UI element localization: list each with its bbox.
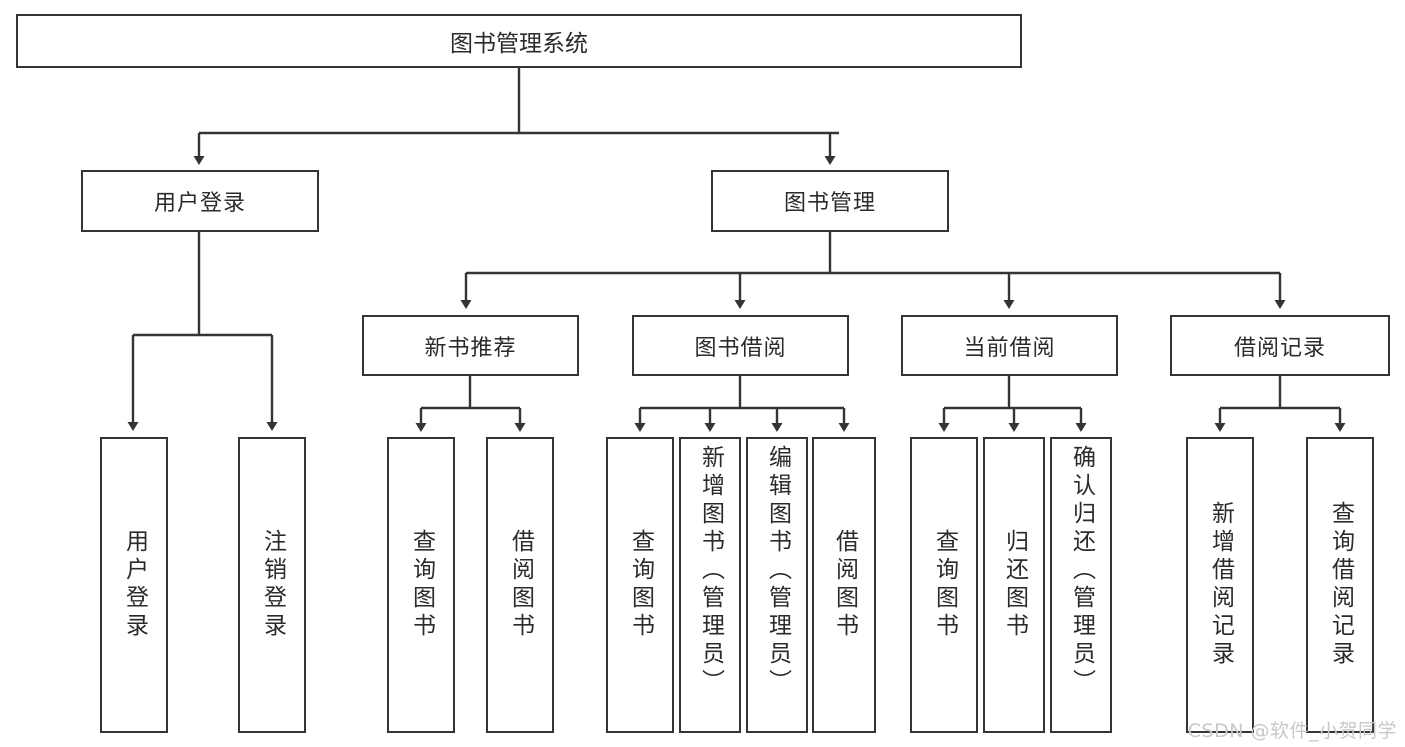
leaf-node[interactable]: 新增借阅记录 xyxy=(1186,437,1254,733)
node-book-borrow-label: 图书借阅 xyxy=(694,335,787,361)
leaf-node[interactable]: 借阅图书 xyxy=(486,437,554,733)
leaf-node[interactable]: 查询图书 xyxy=(606,437,674,733)
node-current-borrow[interactable]: 当前借阅 xyxy=(901,315,1118,376)
leaf-node[interactable]: 编辑图书（管理员） xyxy=(746,437,808,733)
leaf-node[interactable]: 归还图书 xyxy=(983,437,1045,733)
leaf-label: 新增借阅记录 xyxy=(1207,501,1234,669)
leaf-label: 借阅图书 xyxy=(507,529,534,641)
node-new-book-recommend-label: 新书推荐 xyxy=(424,335,517,361)
leaf-node[interactable]: 查询图书 xyxy=(387,437,455,733)
leaf-node[interactable]: 注销登录 xyxy=(238,437,306,733)
node-book-borrow[interactable]: 图书借阅 xyxy=(632,315,849,376)
leaf-node[interactable]: 新增图书（管理员） xyxy=(679,437,741,733)
leaf-node[interactable]: 借阅图书 xyxy=(812,437,876,733)
node-borrow-record[interactable]: 借阅记录 xyxy=(1170,315,1390,376)
leaf-label: 借阅图书 xyxy=(831,529,858,641)
leaf-node[interactable]: 查询借阅记录 xyxy=(1306,437,1374,733)
leaf-node[interactable]: 确认归还（管理员） xyxy=(1050,437,1112,733)
node-new-book-recommend[interactable]: 新书推荐 xyxy=(362,315,579,376)
node-current-borrow-label: 当前借阅 xyxy=(963,335,1056,361)
leaf-label: 确认归还（管理员） xyxy=(1068,445,1095,697)
leaf-node[interactable]: 查询图书 xyxy=(910,437,978,733)
node-root-label: 图书管理系统 xyxy=(450,31,588,57)
node-user-login[interactable]: 用户登录 xyxy=(81,170,319,232)
node-borrow-record-label: 借阅记录 xyxy=(1233,335,1326,361)
leaf-label: 用户登录 xyxy=(121,529,148,641)
node-root[interactable]: 图书管理系统 xyxy=(16,14,1022,68)
leaf-label: 编辑图书（管理员） xyxy=(764,445,791,697)
node-user-login-label: 用户登录 xyxy=(153,191,246,216)
leaf-label: 查询图书 xyxy=(931,529,958,641)
watermark: CSDN @软件_小贺同学 xyxy=(1187,720,1397,742)
leaf-label: 归还图书 xyxy=(1001,529,1028,641)
leaf-label: 新增图书（管理员） xyxy=(697,445,724,697)
leaf-label: 查询借阅记录 xyxy=(1327,501,1354,669)
node-book-management-label: 图书管理 xyxy=(783,191,876,216)
leaf-label: 注销登录 xyxy=(259,529,286,641)
node-book-management[interactable]: 图书管理 xyxy=(711,170,949,232)
leaf-label: 查询图书 xyxy=(408,529,435,641)
leaf-node[interactable]: 用户登录 xyxy=(100,437,168,733)
leaf-label: 查询图书 xyxy=(627,529,654,641)
